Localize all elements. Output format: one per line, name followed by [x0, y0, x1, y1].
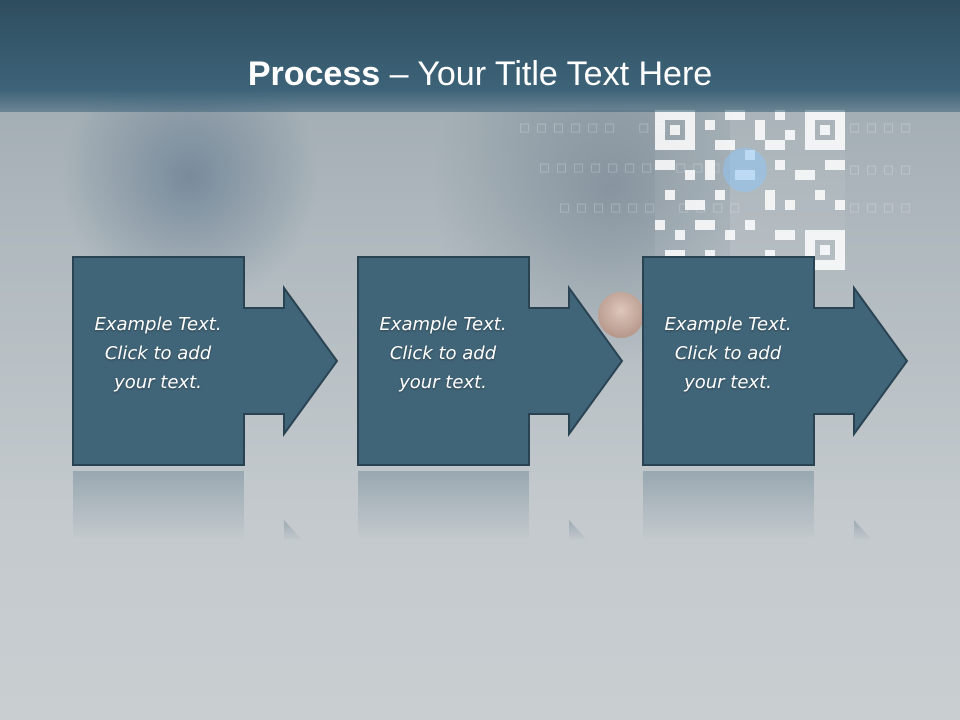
fingertip-image	[598, 292, 644, 338]
title-bold: Process	[247, 55, 381, 93]
step-text[interactable]: Example Text. Click to add your text.	[642, 310, 814, 397]
title-bar	[0, 0, 960, 112]
slide-title[interactable]: Process – Your Title Text Here	[0, 54, 960, 94]
step-text-line: Example Text.	[664, 314, 792, 335]
process-step-3[interactable]: Example Text. Click to add your text.	[642, 256, 942, 468]
step-reflection	[358, 471, 587, 540]
background-pattern: □□□□	[850, 160, 919, 178]
process-step-2[interactable]: Example Text. Click to add your text.	[357, 256, 697, 468]
step-text-line: Example Text.	[94, 314, 222, 335]
background-pattern: □□□□	[850, 198, 919, 216]
step-text-line: your text.	[114, 372, 202, 393]
title-text: – Your Title Text Here	[380, 55, 713, 93]
step-text-line: Click to add	[104, 343, 212, 364]
step-text-line: Example Text.	[379, 314, 507, 335]
process-step-1[interactable]: Example Text. Click to add your text.	[72, 256, 412, 468]
step-reflection	[643, 471, 872, 540]
arrow-box-shape	[72, 256, 339, 466]
step-text-line: your text.	[399, 372, 487, 393]
step-text-line: Click to add	[674, 343, 782, 364]
step-reflection	[73, 471, 302, 540]
background-pattern: □□□□	[850, 118, 919, 136]
step-text[interactable]: Example Text. Click to add your text.	[72, 310, 244, 397]
qr-code-image	[655, 110, 845, 270]
background-pattern: □□□□□□ □□	[520, 118, 674, 136]
step-text-line: Click to add	[389, 343, 497, 364]
step-text[interactable]: Example Text. Click to add your text.	[357, 310, 529, 397]
arrow-box-shape	[357, 256, 624, 466]
step-text-line: your text.	[684, 372, 772, 393]
arrow-box-shape	[642, 256, 909, 466]
